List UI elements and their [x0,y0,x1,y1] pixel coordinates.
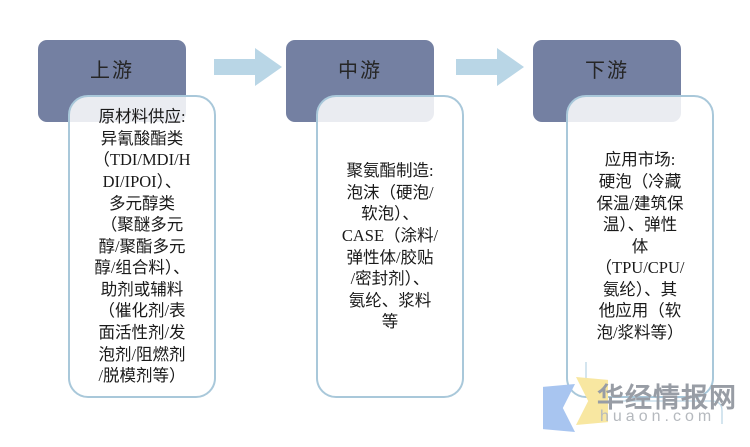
watermark-title: 华经情报网 [597,383,737,413]
stage-body-upstream: 原材料供应: 异氰酸酯类 （TDI/MDI/H DI/IPOI）、 多元醇类 （… [68,95,216,398]
right-arrow-icon [456,48,524,86]
stage-body-downstream: 应用市场: 硬泡（冷藏 保温/建筑保 温）、弹性 体 （TPU/CPU/ 氨纶）… [566,95,714,398]
watermark-url: huaon.com [600,408,716,425]
right-arrow-icon [214,48,282,86]
stage-body-midstream: 聚氨酯制造: 泡沫（硬泡/ 软泡）、 CASE（涂料/ 弹性体/胶贴 /密封剂）… [316,95,464,398]
